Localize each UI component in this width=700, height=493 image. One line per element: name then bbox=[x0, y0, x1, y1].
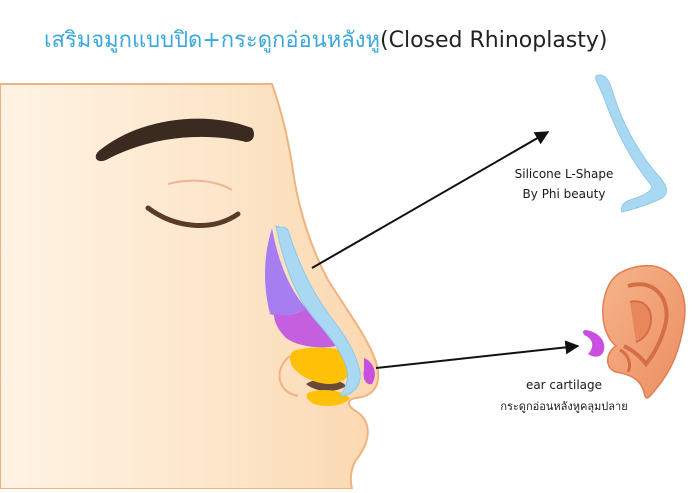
implant-label: Silicone L-Shape By Phi beauty bbox=[496, 164, 632, 204]
ear-label: ear cartilage กระดูกอ่อนหลังหูคลุมปลาย bbox=[464, 374, 664, 418]
ear-label-line1: ear cartilage bbox=[464, 374, 664, 396]
cartilage-pointer-arrow bbox=[376, 346, 578, 368]
ear-cartilage-piece bbox=[583, 330, 604, 357]
face-skin bbox=[0, 84, 378, 489]
implant-label-line2: By Phi beauty bbox=[496, 184, 632, 204]
title-thai: เสริมจมูกแบบปิด+กระดูกอ่อนหลังหู bbox=[44, 28, 380, 53]
ear-label-line2: กระดูกอ่อนหลังหูคลุมปลาย bbox=[464, 396, 664, 418]
title-english: (Closed Rhinoplasty) bbox=[380, 28, 607, 53]
page-title: เสริมจมูกแบบปิด+กระดูกอ่อนหลังหู(Closed … bbox=[44, 26, 694, 56]
implant-label-line1: Silicone L-Shape bbox=[496, 164, 632, 184]
